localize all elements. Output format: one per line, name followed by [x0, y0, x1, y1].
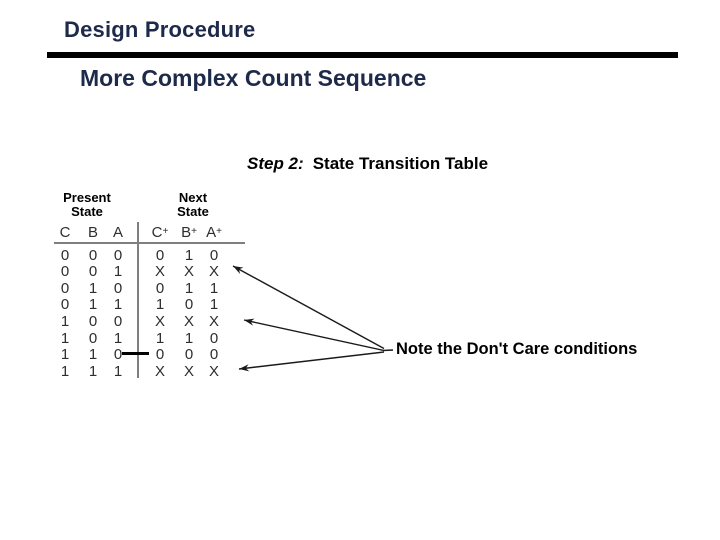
- table-cell: 0: [155, 279, 165, 297]
- row-110-dash-mark: [122, 352, 149, 355]
- table-cell: 0: [88, 263, 98, 281]
- table-cell: 1: [60, 362, 70, 380]
- table-cell: 0: [209, 329, 219, 347]
- table-cell: 0: [113, 312, 123, 330]
- table-cell: 0: [184, 296, 194, 314]
- present-state-header: Present State: [52, 191, 122, 218]
- table-cell: X: [208, 312, 219, 330]
- table-cell: X: [208, 263, 219, 281]
- table-cell: 1: [88, 296, 98, 314]
- table-cell: 1: [209, 296, 219, 314]
- step-label: Step 2:: [247, 154, 304, 173]
- next-state-header-line2: State: [177, 203, 209, 219]
- table-cell: 0: [88, 246, 98, 264]
- table-cell: 1: [113, 296, 123, 314]
- table-cell: 1: [88, 279, 98, 297]
- step-heading: Step 2: State Transition Table: [247, 154, 488, 174]
- table-cell: 0: [60, 279, 70, 297]
- table-cell: 0: [60, 246, 70, 264]
- table-cell: 1: [184, 246, 194, 264]
- table-cell: 1: [88, 362, 98, 380]
- title-divider-rule: [47, 52, 678, 58]
- column-header-cell: A: [112, 224, 123, 241]
- table-cell: 1: [184, 329, 194, 347]
- table-cell: X: [183, 263, 194, 281]
- table-cell: 1: [113, 263, 123, 281]
- table-cell: 0: [209, 346, 219, 364]
- table-cell: 0: [60, 296, 70, 314]
- table-vertical-rule: [137, 222, 139, 378]
- column-header-cell: A+: [206, 224, 222, 241]
- table-cell: X: [154, 312, 165, 330]
- table-cell: 0: [88, 312, 98, 330]
- table-cell: X: [208, 362, 219, 380]
- superscript-plus: +: [191, 226, 197, 237]
- table-cell: 0: [155, 246, 165, 264]
- table-cell: 0: [113, 279, 123, 297]
- column-header-cell: B+: [181, 224, 197, 241]
- table-cell: X: [154, 362, 165, 380]
- superscript-plus: +: [162, 226, 169, 237]
- column-header-cell: C: [59, 224, 71, 241]
- next-state-header-line1: Next: [178, 190, 208, 205]
- table-cell: 0: [184, 346, 194, 364]
- table-cell: 1: [155, 329, 165, 347]
- step-title: State Transition Table: [312, 154, 489, 173]
- table-cell: 1: [184, 279, 194, 297]
- superscript-plus: +: [216, 226, 222, 237]
- slide-title: Design Procedure: [64, 17, 256, 42]
- column-header-cell: C+: [151, 224, 169, 241]
- table-cell: 0: [155, 346, 165, 364]
- present-state-header-line1: Present: [63, 190, 111, 205]
- table-cell: 1: [60, 312, 70, 330]
- table-cell: 1: [60, 346, 70, 364]
- table-cell: 0: [113, 346, 123, 364]
- arrow-connector-stub: [382, 349, 394, 352]
- table-cell: 1: [88, 346, 98, 364]
- table-cell: X: [183, 362, 194, 380]
- header-underline-rule: [54, 242, 245, 244]
- present-state-header-line2: State: [71, 203, 103, 219]
- dont-care-note: Note the Don't Care conditions: [396, 340, 638, 358]
- next-state-header: Next State: [158, 191, 228, 218]
- table-cell: 1: [155, 296, 165, 314]
- table-cell: 0: [88, 329, 98, 347]
- table-cell: 1: [113, 329, 123, 347]
- table-cell: 1: [209, 279, 219, 297]
- table-cell: 0: [60, 263, 70, 281]
- table-cell: X: [154, 263, 165, 281]
- table-cell: X: [183, 312, 194, 330]
- table-cell: 1: [60, 329, 70, 347]
- table-cell: 1: [113, 362, 123, 380]
- slide-subtitle: More Complex Count Sequence: [80, 65, 427, 91]
- table-cell: 0: [209, 246, 219, 264]
- table-cell: 0: [113, 246, 123, 264]
- column-header-cell: B: [87, 224, 98, 241]
